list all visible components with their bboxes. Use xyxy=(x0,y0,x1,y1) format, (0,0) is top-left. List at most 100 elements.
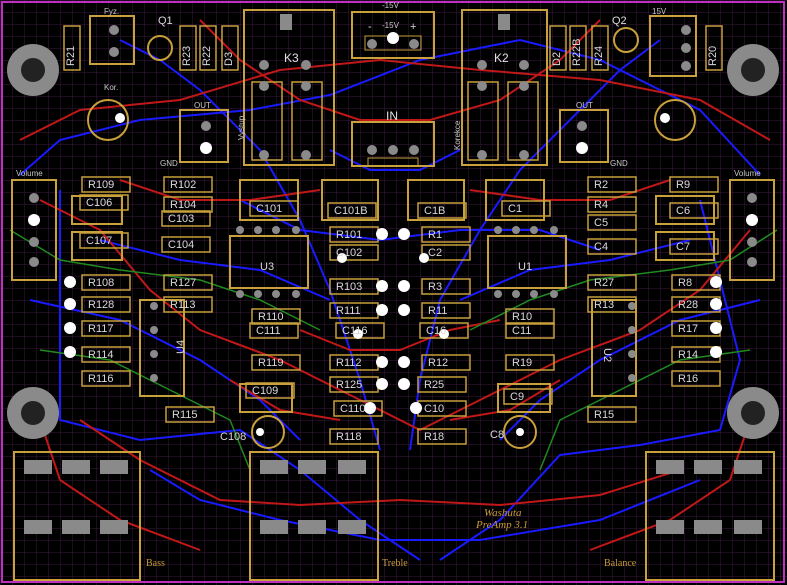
resistor-body-r22b xyxy=(569,25,587,71)
part-label-c7: C7 xyxy=(676,241,690,253)
part-label-r109: R109 xyxy=(88,179,114,191)
pot-treble[interactable] xyxy=(249,451,379,581)
part-label-c1b: C1B xyxy=(424,205,445,217)
label-u3: U3 xyxy=(260,261,274,273)
resistor-body-c109 xyxy=(245,382,295,399)
resistor-body-r119 xyxy=(251,354,301,371)
label-volume-left: Volume xyxy=(16,169,43,178)
part-label-r110: R110 xyxy=(258,311,283,323)
part-label-c11: C11 xyxy=(512,325,531,337)
part-label-c107: C107 xyxy=(86,235,112,247)
part-label-d2: D2 xyxy=(551,52,563,66)
part-label-r1: R1 xyxy=(428,229,442,241)
relay-k2[interactable] xyxy=(461,9,548,166)
mounting-holes xyxy=(7,44,779,439)
resistor-body-c107 xyxy=(79,232,129,249)
part-label-r22b: R22B xyxy=(571,38,583,66)
resistor-body-r113 xyxy=(163,296,213,313)
part-label-c1: C1 xyxy=(508,203,522,215)
resistor-body-r118 xyxy=(329,428,379,445)
part-label-r10: R10 xyxy=(512,311,532,323)
part-label-r114: R114 xyxy=(88,349,113,361)
label-kor: Kor. xyxy=(104,83,118,92)
label-v15-right: 15V xyxy=(652,7,667,16)
label-c8: C8 xyxy=(490,429,504,441)
resistor-body-r19 xyxy=(505,354,555,371)
label-in: IN xyxy=(386,109,398,123)
labels: K3 K2 IN OUT OUT GND GND -15V - + Fyz. K… xyxy=(16,1,761,569)
resistor-body-c7 xyxy=(669,238,719,255)
label-power-minus: - xyxy=(368,21,372,33)
resistor-body-c103 xyxy=(161,210,211,227)
resistor-body-r15 xyxy=(587,406,637,423)
label-treble: Treble xyxy=(382,558,408,569)
part-label-r113: R113 xyxy=(170,299,195,311)
resistor-body-r22 xyxy=(199,25,217,71)
part-label-r15: R15 xyxy=(594,409,614,421)
volume-right-connector[interactable] xyxy=(729,179,775,281)
resistor-body-r9 xyxy=(669,176,719,193)
label-gnd-left: GND xyxy=(160,159,178,168)
part-label-r103: R103 xyxy=(336,281,362,293)
resistor-body-r27 xyxy=(587,274,637,291)
part-label-r9: R9 xyxy=(676,179,690,191)
part-label-c5: C5 xyxy=(594,217,608,229)
resistor-body-r114 xyxy=(81,346,131,363)
resistor-body-c104 xyxy=(161,236,211,253)
part-label-r3: R3 xyxy=(428,281,442,293)
resistor-body-r104 xyxy=(163,196,213,213)
board-title-line1: Washuta xyxy=(484,507,522,519)
part-label-c103: C103 xyxy=(168,213,194,225)
highlight-holes xyxy=(64,228,722,414)
part-label-c101b: C101B xyxy=(334,205,368,217)
power-connector[interactable] xyxy=(351,11,435,59)
resistor-body-r16 xyxy=(671,370,721,387)
pot-bass[interactable] xyxy=(13,451,141,581)
part-label-r101: R101 xyxy=(336,229,362,241)
part-label-c4: C4 xyxy=(594,241,608,253)
part-label-r16: R16 xyxy=(678,373,698,385)
resistor-body-r117 xyxy=(81,320,131,337)
relay-k3[interactable] xyxy=(243,9,335,166)
v15-right-connector[interactable] xyxy=(649,15,697,77)
out-right-connector[interactable] xyxy=(559,109,609,163)
part-label-r20: R20 xyxy=(707,46,719,66)
label-power-plus: + xyxy=(410,21,416,33)
part-label-r24: R24 xyxy=(593,46,605,66)
part-label-r27: R27 xyxy=(594,277,614,289)
resistor-body-r110 xyxy=(251,308,301,325)
part-label-c101: C101 xyxy=(256,203,282,215)
part-label-c2: C2 xyxy=(428,247,442,259)
part-label-r115: R115 xyxy=(172,409,197,421)
part-label-r13: R13 xyxy=(594,299,614,311)
input-connector[interactable] xyxy=(351,121,435,167)
out-left-connector[interactable] xyxy=(179,109,229,163)
resistor-body-c106 xyxy=(79,194,129,211)
label-out-left: OUT xyxy=(194,101,211,110)
volume-left-connector[interactable] xyxy=(11,179,57,281)
label-balance: Balance xyxy=(604,558,637,569)
resistor-body-r1 xyxy=(421,226,471,243)
resistor-body-r11 xyxy=(421,302,471,319)
ic-pins xyxy=(150,226,636,382)
resistor-body-c111 xyxy=(249,322,299,339)
label-k3: K3 xyxy=(284,51,299,65)
part-label-c111: C111 xyxy=(256,325,281,337)
fyz-connector[interactable] xyxy=(89,15,135,65)
label-q2: Q2 xyxy=(612,15,627,27)
resistor-body-c110 xyxy=(333,400,383,417)
part-label-r14: R14 xyxy=(678,349,698,361)
part-label-c10: C10 xyxy=(424,403,444,415)
part-label-r22: R22 xyxy=(201,46,213,66)
pot-balance[interactable] xyxy=(645,451,775,581)
part-label-c9: C9 xyxy=(510,391,524,403)
part-label-r116: R116 xyxy=(88,373,113,385)
part-label-r21: R21 xyxy=(65,46,77,66)
resistor-body-r127 xyxy=(163,274,213,291)
part-label-r11: R11 xyxy=(428,305,447,317)
part-label-r28: R28 xyxy=(678,299,698,311)
